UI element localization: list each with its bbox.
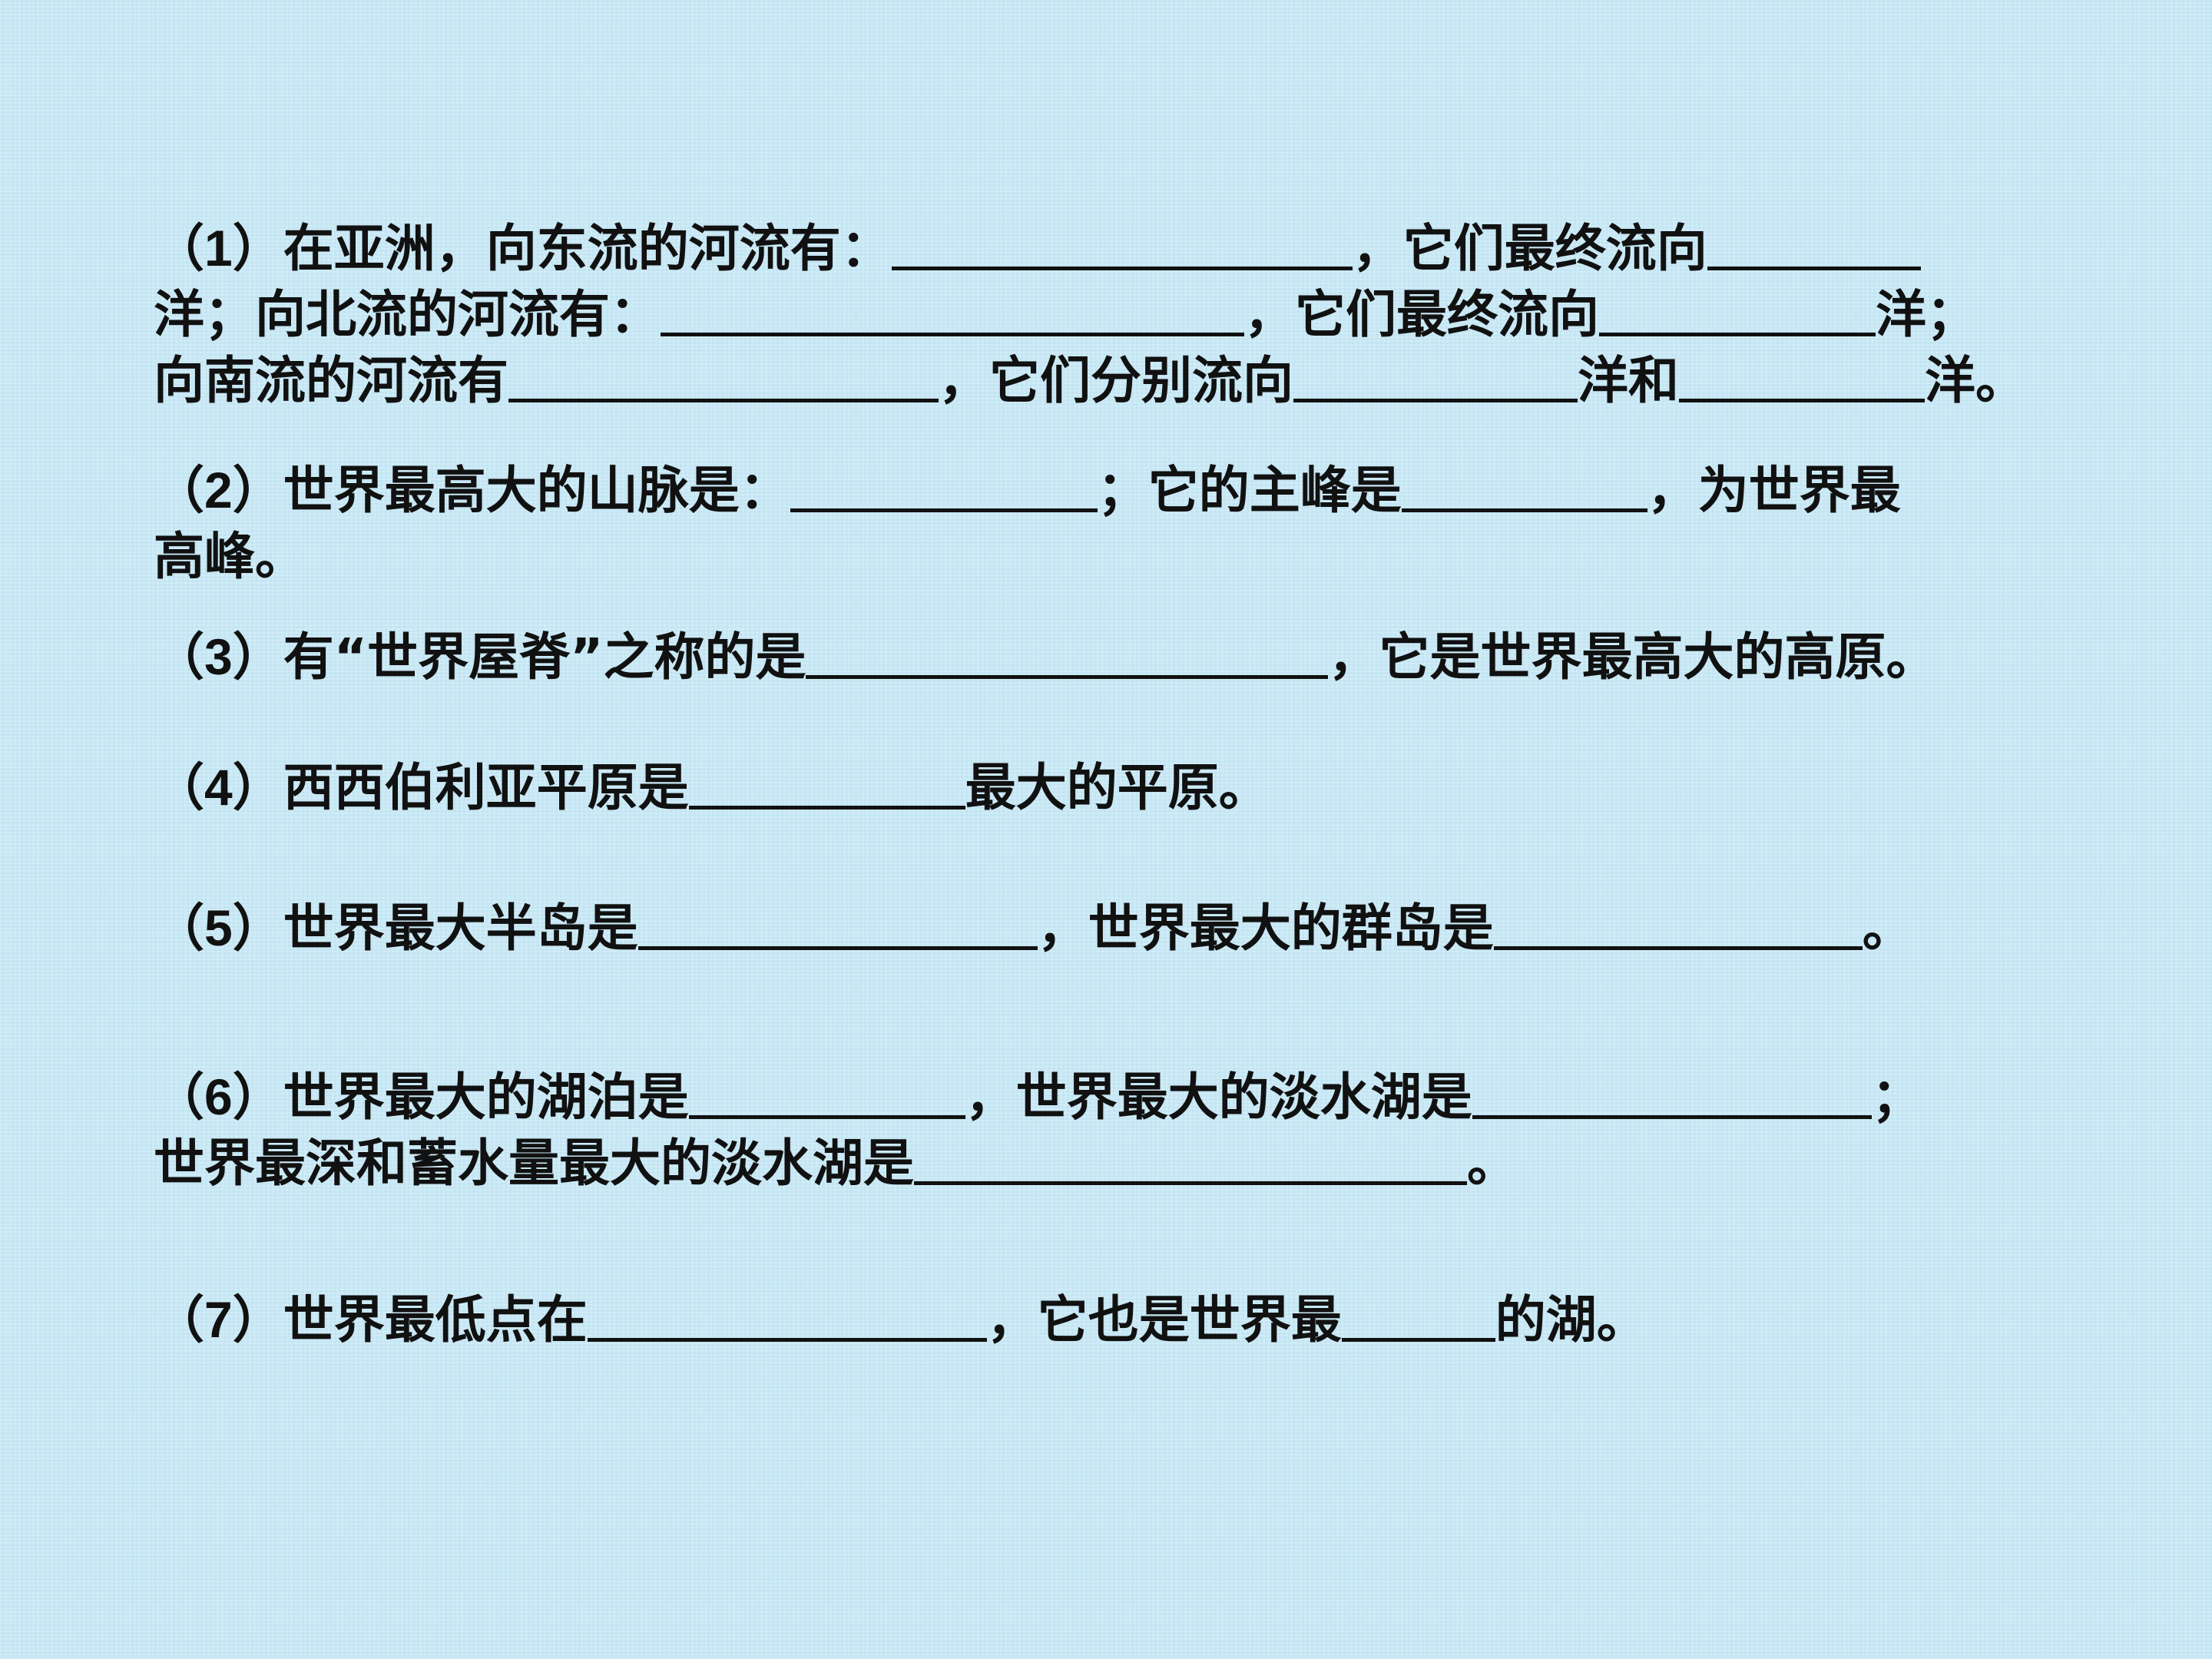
question-6-line-1: （6）世界最大的湖泊是，世界最大的淡水湖是； <box>154 1064 2120 1131</box>
answer-blank <box>1707 216 1921 270</box>
question-number: 4 <box>204 759 233 816</box>
answer-blank <box>914 1131 1467 1185</box>
answer-blank <box>1493 896 1863 950</box>
question-1-line-1: （1）在亚洲，向东流的河流有：，它们最终流向 <box>154 215 2120 282</box>
answer-blank <box>806 624 1329 679</box>
answer-blank <box>1472 1065 1872 1119</box>
question-1-line-3: 向南流的河流有，它们分别流向洋和洋。 <box>154 348 2120 414</box>
question-6-line-2: 世界最深和蓄水量最大的淡水湖是。 <box>154 1131 2120 1197</box>
question-number: 6 <box>204 1068 233 1125</box>
question-1-line-2: 洋；向北流的河流有：，它们最终流向洋； <box>154 282 2120 348</box>
answer-blank <box>587 1287 987 1342</box>
question-number: 2 <box>204 462 233 518</box>
question-1: （1）在亚洲，向东流的河流有：，它们最终流向 洋；向北流的河流有：，它们最终流向… <box>154 215 2120 414</box>
question-number: 3 <box>204 628 233 685</box>
question-number: 1 <box>204 220 233 276</box>
question-number: 5 <box>204 899 233 956</box>
question-2-line-1: （2）世界最高大的山脉是：；它的主峰是，为世界最 <box>154 457 2120 524</box>
question-5: （5）世界最大半岛是，世界最大的群岛是。 <box>154 895 2120 962</box>
question-6: （6）世界最大的湖泊是，世界最大的淡水湖是； 世界最深和蓄水量最大的淡水湖是。 <box>154 1064 2120 1197</box>
answer-blank <box>661 282 1244 336</box>
question-3: （3）有“世界屋脊”之称的是，它是世界最高大的高原。 <box>154 624 2120 690</box>
answer-blank <box>637 896 1038 950</box>
answer-blank <box>1679 348 1925 402</box>
question-2-line-2: 高峰。 <box>154 527 306 586</box>
answer-blank <box>790 458 1098 512</box>
answer-blank <box>891 216 1353 270</box>
answer-blank <box>1293 348 1578 402</box>
answer-blank <box>1401 458 1647 512</box>
answer-blank <box>508 348 939 402</box>
answer-blank <box>688 755 965 810</box>
question-2: （2）世界最高大的山脉是：；它的主峰是，为世界最 高峰。 <box>154 457 2120 590</box>
question-number: 7 <box>204 1291 233 1348</box>
question-4: （4）西西伯利亚平原是最大的平原。 <box>154 754 2120 821</box>
question-7: （7）世界最低点在，它也是世界最的湖。 <box>154 1286 2120 1353</box>
answer-blank <box>688 1065 965 1119</box>
answer-blank <box>1341 1287 1495 1342</box>
answer-blank <box>1599 282 1876 336</box>
